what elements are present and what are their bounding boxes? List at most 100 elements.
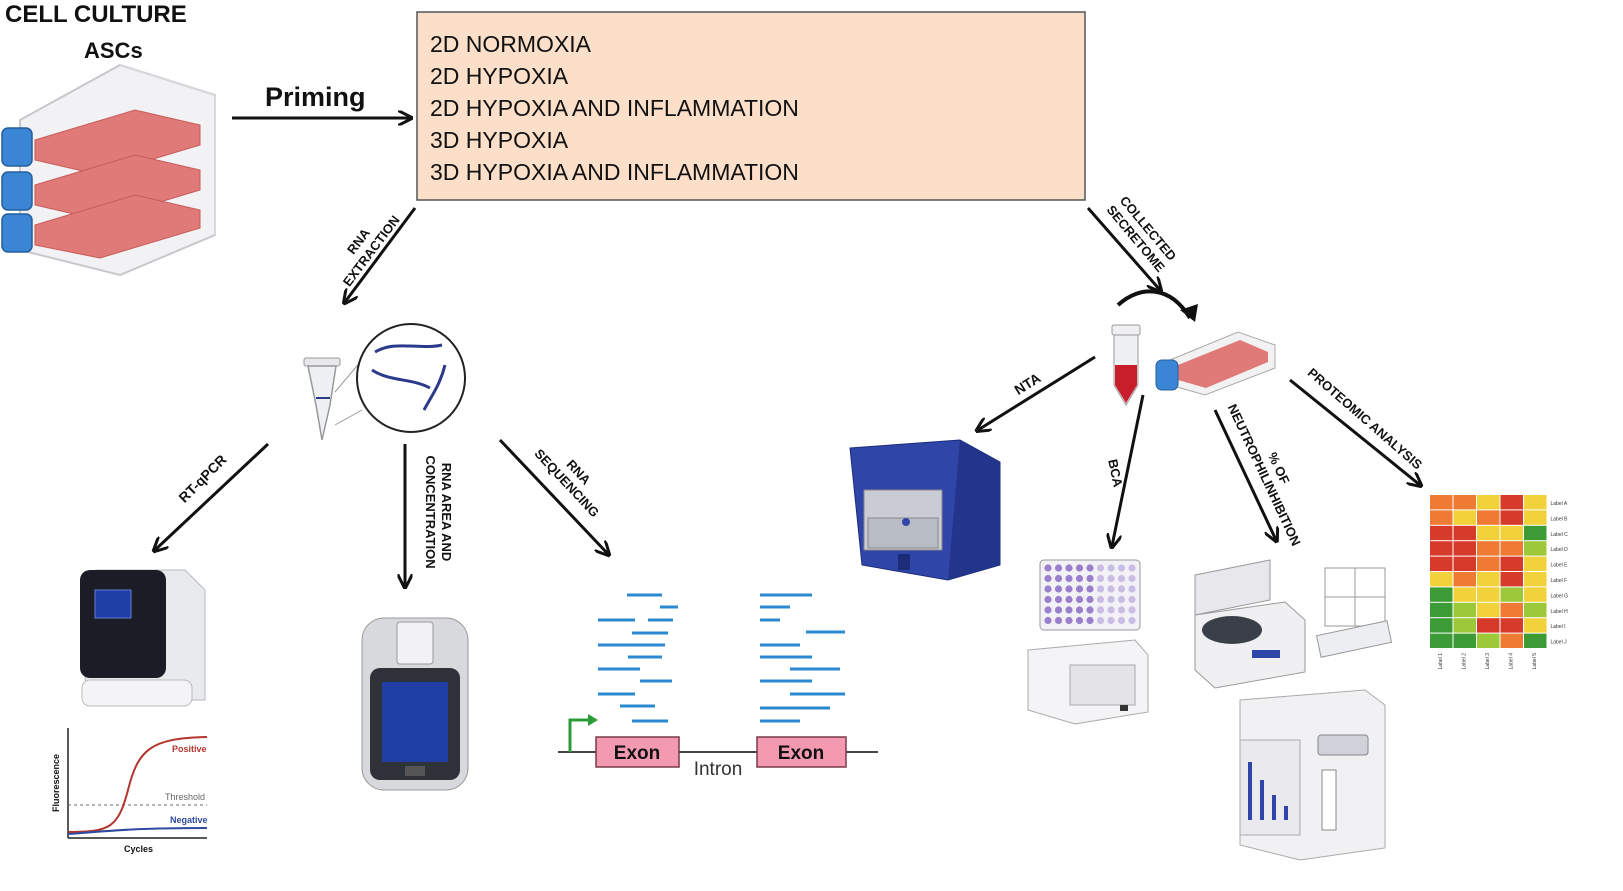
well [1128,595,1136,604]
well [1107,564,1115,572]
condition-item: 3D HYPOXIA AND INFLAMMATION [430,159,799,185]
well [1096,606,1105,614]
heatmap-cell [1500,572,1523,587]
sequencing-reads [598,593,845,723]
well [1107,595,1115,604]
well [1086,616,1094,625]
well [1128,606,1136,614]
spectrophotometer-icon [361,617,469,791]
heatmap-cell [1453,572,1476,587]
well [1065,595,1073,604]
flow-plot-icon [1315,567,1393,658]
heatmap-cell [1477,510,1500,525]
well [1054,595,1063,604]
heatmap-row-label: Label F [1551,578,1568,584]
well [1044,564,1052,572]
condition-item: 2D NORMOXIA [430,31,592,57]
heatmap-cell [1453,587,1476,602]
neutrophil-arrow [1213,409,1276,540]
proteomic-label: PROTEOMIC ANALYSIS [1305,365,1426,473]
well [1096,574,1105,583]
well [1065,585,1073,593]
well [1086,585,1094,593]
heatmap-cell [1453,495,1476,510]
well [1117,564,1126,572]
rna-area-label: RNA AREA AND [439,463,454,561]
well [1065,574,1073,583]
centrifuge-icon [1194,559,1306,689]
conical-tube-icon [1111,324,1141,406]
heatmap-row-label: Label B [1551,516,1569,522]
title: CELL CULTURE [5,1,187,28]
neutrophil-label: NEUTROPHILINHIBITION [1225,402,1304,548]
rna-area-label: CONCENTRATION [423,455,438,568]
condition-item: 2D HYPOXIA AND INFLAMMATION [430,95,799,121]
rna-strand-icon [356,323,466,433]
culture-flask-icon [1155,331,1276,396]
priming-label: Priming [265,82,366,112]
heatmap-cell [1524,602,1547,618]
heatmap-row-label: Label E [1551,563,1569,569]
heatmap-cell [1500,525,1523,541]
heatmap-cell [1430,525,1453,541]
well [1107,616,1115,625]
heatmap-cell [1430,556,1453,571]
heatmap-cell [1430,602,1453,618]
heatmap-row-label: Label D [1551,547,1569,553]
well [1086,574,1094,583]
heatmap-cell [1524,525,1547,541]
exon-label: Exon [778,743,824,764]
well [1107,585,1115,593]
heatmap-cell [1500,618,1523,633]
heatmap-cell [1430,587,1453,602]
heatmap-cell [1453,541,1476,556]
negative-label: Negative [170,815,208,825]
condition-item: 3D HYPOXIA [430,127,569,153]
heatmap-cell [1453,618,1476,633]
heatmap-cell [1524,587,1547,602]
plate-reader-icon [1027,639,1149,725]
well [1044,616,1052,625]
positive-label: Positive [172,744,207,754]
heatmap-cell [1524,572,1547,587]
well [1044,585,1052,593]
threshold-label: Threshold [165,792,205,802]
heatmap-cell [1524,618,1547,633]
heatmap-cell [1500,556,1523,571]
heatmap-cell [1524,510,1547,525]
heatmap-cell [1477,495,1500,510]
heatmap-cell [1430,541,1453,556]
heatmap-col-label: Label 1 [1438,653,1444,670]
bca-label: BCA [1105,458,1126,489]
rt-qpcr-arrow [155,442,270,550]
heatmap-cell [1453,602,1476,618]
subtitle: ASCs [84,38,143,63]
proteomic-arrow [1289,378,1420,485]
well [1086,606,1094,614]
heatmap-cell [1430,510,1453,525]
heatmap-cell [1524,495,1547,510]
well [1096,616,1105,625]
exon-box [756,736,847,768]
well [1086,595,1094,604]
heatmap-cell [1500,510,1523,525]
well [1065,616,1073,625]
well [1117,616,1126,625]
well [1075,585,1084,593]
flow-cytometer-icon [1239,689,1386,861]
qpcr-amplification-plot: Positive Threshold Negative Fluorescence… [51,728,208,854]
rna-tube-icon [303,357,341,441]
well [1096,564,1105,572]
heatmap-cell [1430,618,1453,633]
heatmap-row-label: Label J [1551,640,1568,646]
well [1075,606,1084,614]
exon-label: Exon [614,743,660,764]
well [1054,585,1063,593]
nta-arrow [978,355,1096,430]
exon-box [595,736,680,768]
heatmap-cell [1430,572,1453,587]
flask-stack-icon [1,63,216,277]
heatmap-cell [1477,556,1500,571]
heatmap-cell [1500,602,1523,618]
